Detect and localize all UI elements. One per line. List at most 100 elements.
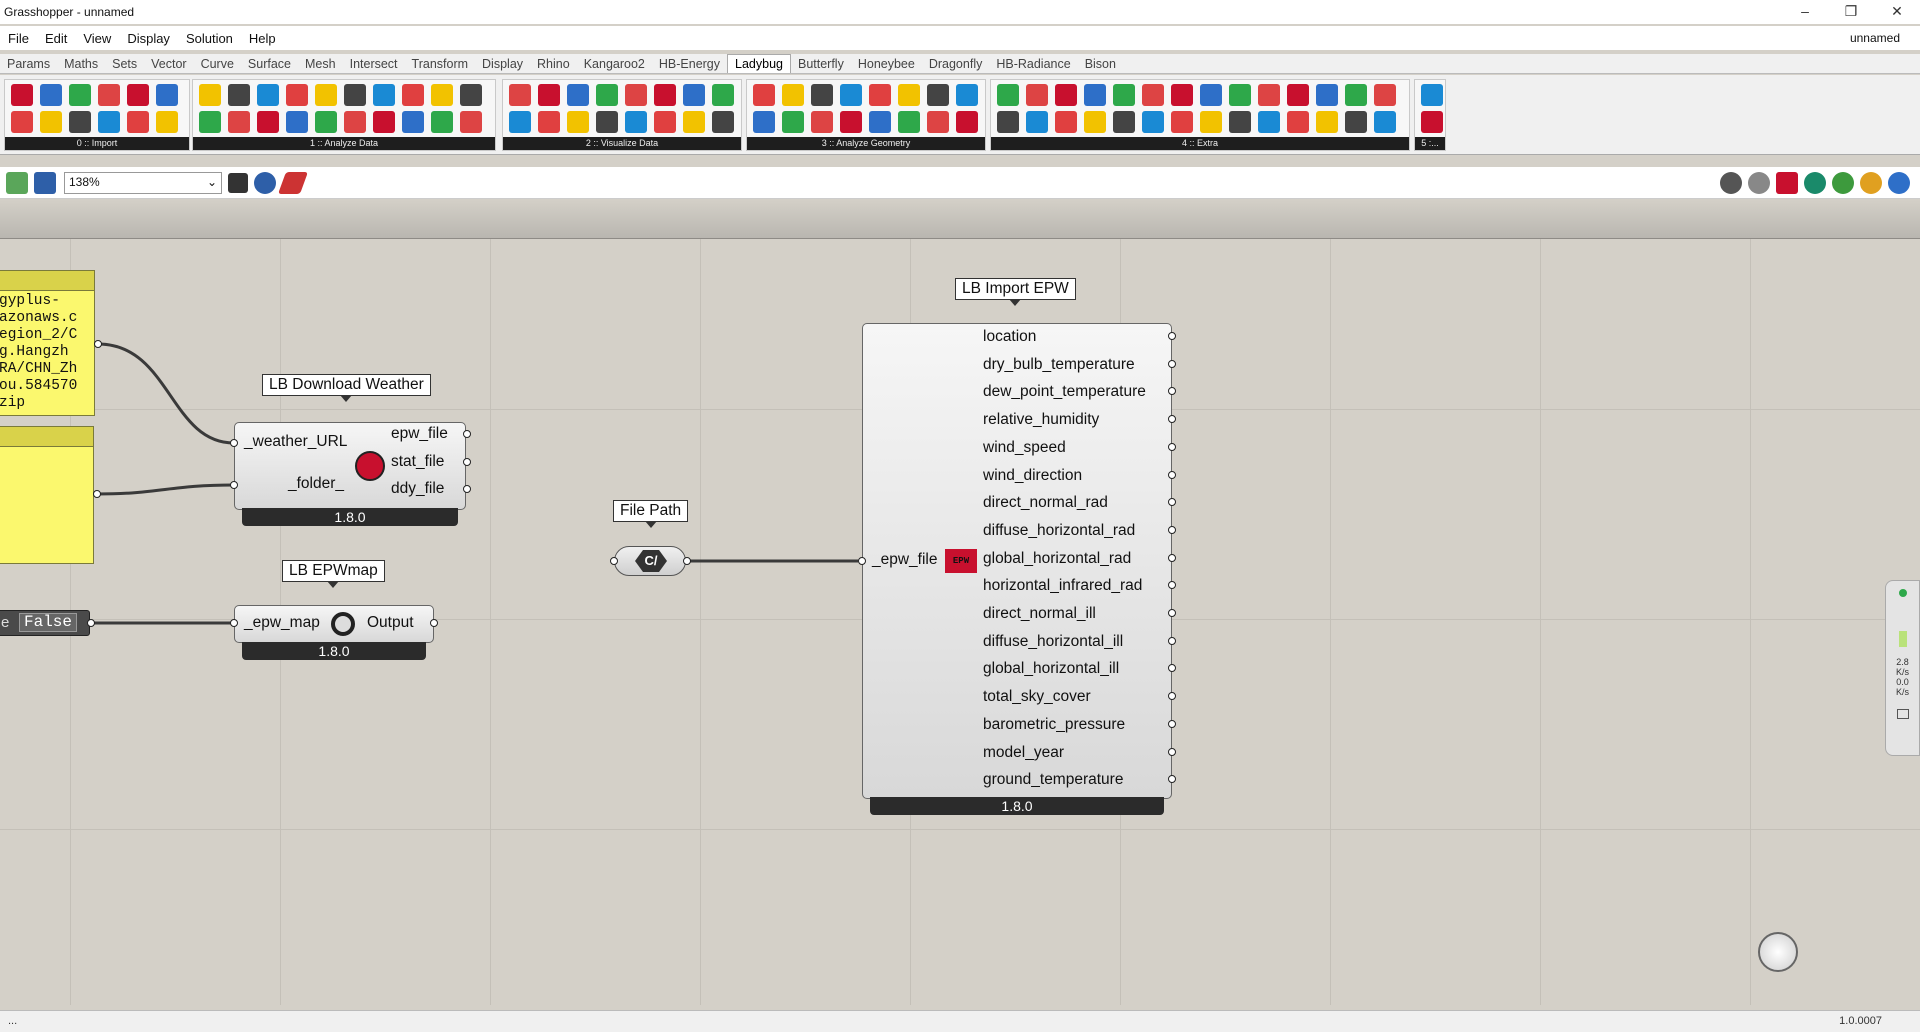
ladybug-component-icon[interactable] xyxy=(538,111,560,133)
port-dry-bulb-temperature[interactable] xyxy=(1168,359,1176,368)
ladybug-component-icon[interactable] xyxy=(1026,111,1048,133)
ladybug-component-icon[interactable] xyxy=(1055,111,1077,133)
preview-selected-icon[interactable] xyxy=(1804,172,1826,194)
ladybug-component-icon[interactable] xyxy=(782,84,804,106)
epwmap-node[interactable]: _epw_map Output xyxy=(234,605,434,643)
tab-hb-energy[interactable]: HB-Energy xyxy=(658,57,721,71)
zoom-extents-icon[interactable] xyxy=(228,172,248,193)
ladybug-component-icon[interactable] xyxy=(1258,84,1280,106)
input-folder[interactable]: _folder_ xyxy=(288,475,345,492)
input-epw-map[interactable]: _epw_map xyxy=(244,614,320,631)
ladybug-component-icon[interactable] xyxy=(98,111,120,133)
camera-icon[interactable] xyxy=(1896,709,1909,719)
ladybug-component-icon[interactable] xyxy=(509,84,531,106)
ladybug-component-icon[interactable] xyxy=(69,84,91,106)
file-path-param[interactable]: C/ xyxy=(614,546,686,576)
ladybug-component-icon[interactable] xyxy=(199,111,221,133)
ladybug-component-icon[interactable] xyxy=(228,111,250,133)
ladybug-component-icon[interactable] xyxy=(596,84,618,106)
port-stat-file[interactable] xyxy=(463,458,471,466)
tab-transform[interactable]: Transform xyxy=(411,57,469,71)
ladybug-component-icon[interactable] xyxy=(315,111,337,133)
port-file-path-out[interactable] xyxy=(683,557,691,565)
ladybug-component-icon[interactable] xyxy=(315,84,337,106)
ladybug-component-icon[interactable] xyxy=(1258,111,1280,133)
ladybug-component-icon[interactable] xyxy=(373,84,395,106)
minimize-button[interactable]: – xyxy=(1801,3,1809,19)
panel-label-analyze-data[interactable]: 1 :: Analyze Data xyxy=(193,137,495,150)
menu-view[interactable]: View xyxy=(83,30,112,46)
ladybug-component-icon[interactable] xyxy=(1084,111,1106,133)
panel-label-visualize-data[interactable]: 2 :: Visualize Data xyxy=(503,137,741,150)
port-global-horizontal-rad[interactable] xyxy=(1168,553,1176,562)
port-epwmap-output[interactable] xyxy=(430,619,438,627)
ladybug-component-icon[interactable] xyxy=(1142,84,1164,106)
open-file-icon[interactable] xyxy=(6,171,28,194)
ladybug-component-icon[interactable] xyxy=(898,111,920,133)
ladybug-component-icon[interactable] xyxy=(127,111,149,133)
tab-honeybee[interactable]: Honeybee xyxy=(857,57,915,71)
ladybug-component-icon[interactable] xyxy=(1374,84,1396,106)
tab-maths[interactable]: Maths xyxy=(64,57,99,71)
ladybug-component-icon[interactable] xyxy=(344,84,366,106)
port-direct-normal-rad[interactable] xyxy=(1168,498,1176,507)
port-diffuse-horizontal-ill[interactable] xyxy=(1168,636,1176,645)
ladybug-component-icon[interactable] xyxy=(1200,84,1222,106)
panel-label-five[interactable]: 5 :... xyxy=(1415,137,1445,150)
preview-settings-icon[interactable] xyxy=(1860,172,1882,194)
ladybug-component-icon[interactable] xyxy=(956,111,978,133)
output-global-horizontal-ill[interactable]: global_horizontal_ill xyxy=(983,660,1120,678)
output-location[interactable]: location xyxy=(983,328,1037,345)
output-ddy-file[interactable]: ddy_file xyxy=(391,480,445,497)
output-ground-temperature[interactable]: ground_temperature xyxy=(983,771,1124,789)
ladybug-component-icon[interactable] xyxy=(811,111,833,133)
port-location[interactable] xyxy=(1168,332,1176,340)
ladybug-component-icon[interactable] xyxy=(156,84,178,106)
ladybug-component-icon[interactable] xyxy=(431,84,453,106)
tab-curve[interactable]: Curve xyxy=(200,57,234,71)
save-file-icon[interactable] xyxy=(34,171,56,194)
ladybug-component-icon[interactable] xyxy=(1421,84,1443,106)
port-global-horizontal-ill[interactable] xyxy=(1168,664,1176,673)
ladybug-component-icon[interactable] xyxy=(567,111,589,133)
ladybug-component-icon[interactable] xyxy=(567,84,589,106)
ladybug-component-icon[interactable] xyxy=(840,84,862,106)
ladybug-component-icon[interactable] xyxy=(538,84,560,106)
ladybug-component-icon[interactable] xyxy=(712,111,734,133)
ladybug-component-icon[interactable] xyxy=(40,84,62,106)
ladybug-component-icon[interactable] xyxy=(1026,84,1048,106)
tab-dragonfly[interactable]: Dragonfly xyxy=(928,57,983,71)
output-direct-normal-rad[interactable]: direct_normal_rad xyxy=(983,494,1108,512)
tab-vector[interactable]: Vector xyxy=(151,57,187,71)
port-direct-normal-ill[interactable] xyxy=(1168,609,1176,617)
ladybug-component-icon[interactable] xyxy=(199,84,221,106)
ladybug-component-icon[interactable] xyxy=(596,111,618,133)
output-global-horizontal-rad[interactable]: global_horizontal_rad xyxy=(983,549,1132,567)
port-ground-temperature[interactable] xyxy=(1168,775,1176,784)
ladybug-component-icon[interactable] xyxy=(11,111,33,133)
ladybug-component-icon[interactable] xyxy=(344,111,366,133)
ladybug-component-icon[interactable] xyxy=(869,84,891,106)
menu-help[interactable]: Help xyxy=(248,30,276,46)
ladybug-component-icon[interactable] xyxy=(286,111,308,133)
ladybug-component-icon[interactable] xyxy=(509,111,531,133)
ladybug-component-icon[interactable] xyxy=(1345,84,1367,106)
port-ddy-file[interactable] xyxy=(463,485,471,493)
output-barometric-pressure[interactable]: barometric_pressure xyxy=(983,715,1126,733)
port-relative-humidity[interactable] xyxy=(1168,415,1176,424)
ladybug-component-icon[interactable] xyxy=(40,111,62,133)
tab-rhino[interactable]: Rhino xyxy=(537,57,570,71)
port-folder[interactable] xyxy=(230,481,238,489)
port-wind-speed[interactable] xyxy=(1168,442,1176,451)
tab-bison[interactable]: Bison xyxy=(1084,57,1116,71)
close-button[interactable]: ✕ xyxy=(1891,3,1903,19)
ladybug-component-icon[interactable] xyxy=(927,84,949,106)
port-model-year[interactable] xyxy=(1168,747,1176,756)
input-epw-file[interactable]: _epw_file xyxy=(872,551,938,568)
output-wind-direction[interactable]: wind_direction xyxy=(983,466,1083,484)
output-dry-bulb-temperature[interactable]: dry_bulb_temperature xyxy=(983,355,1135,373)
ladybug-component-icon[interactable] xyxy=(98,84,120,106)
ladybug-component-icon[interactable] xyxy=(127,84,149,106)
folder-panel[interactable] xyxy=(0,426,94,564)
ladybug-component-icon[interactable] xyxy=(753,111,775,133)
